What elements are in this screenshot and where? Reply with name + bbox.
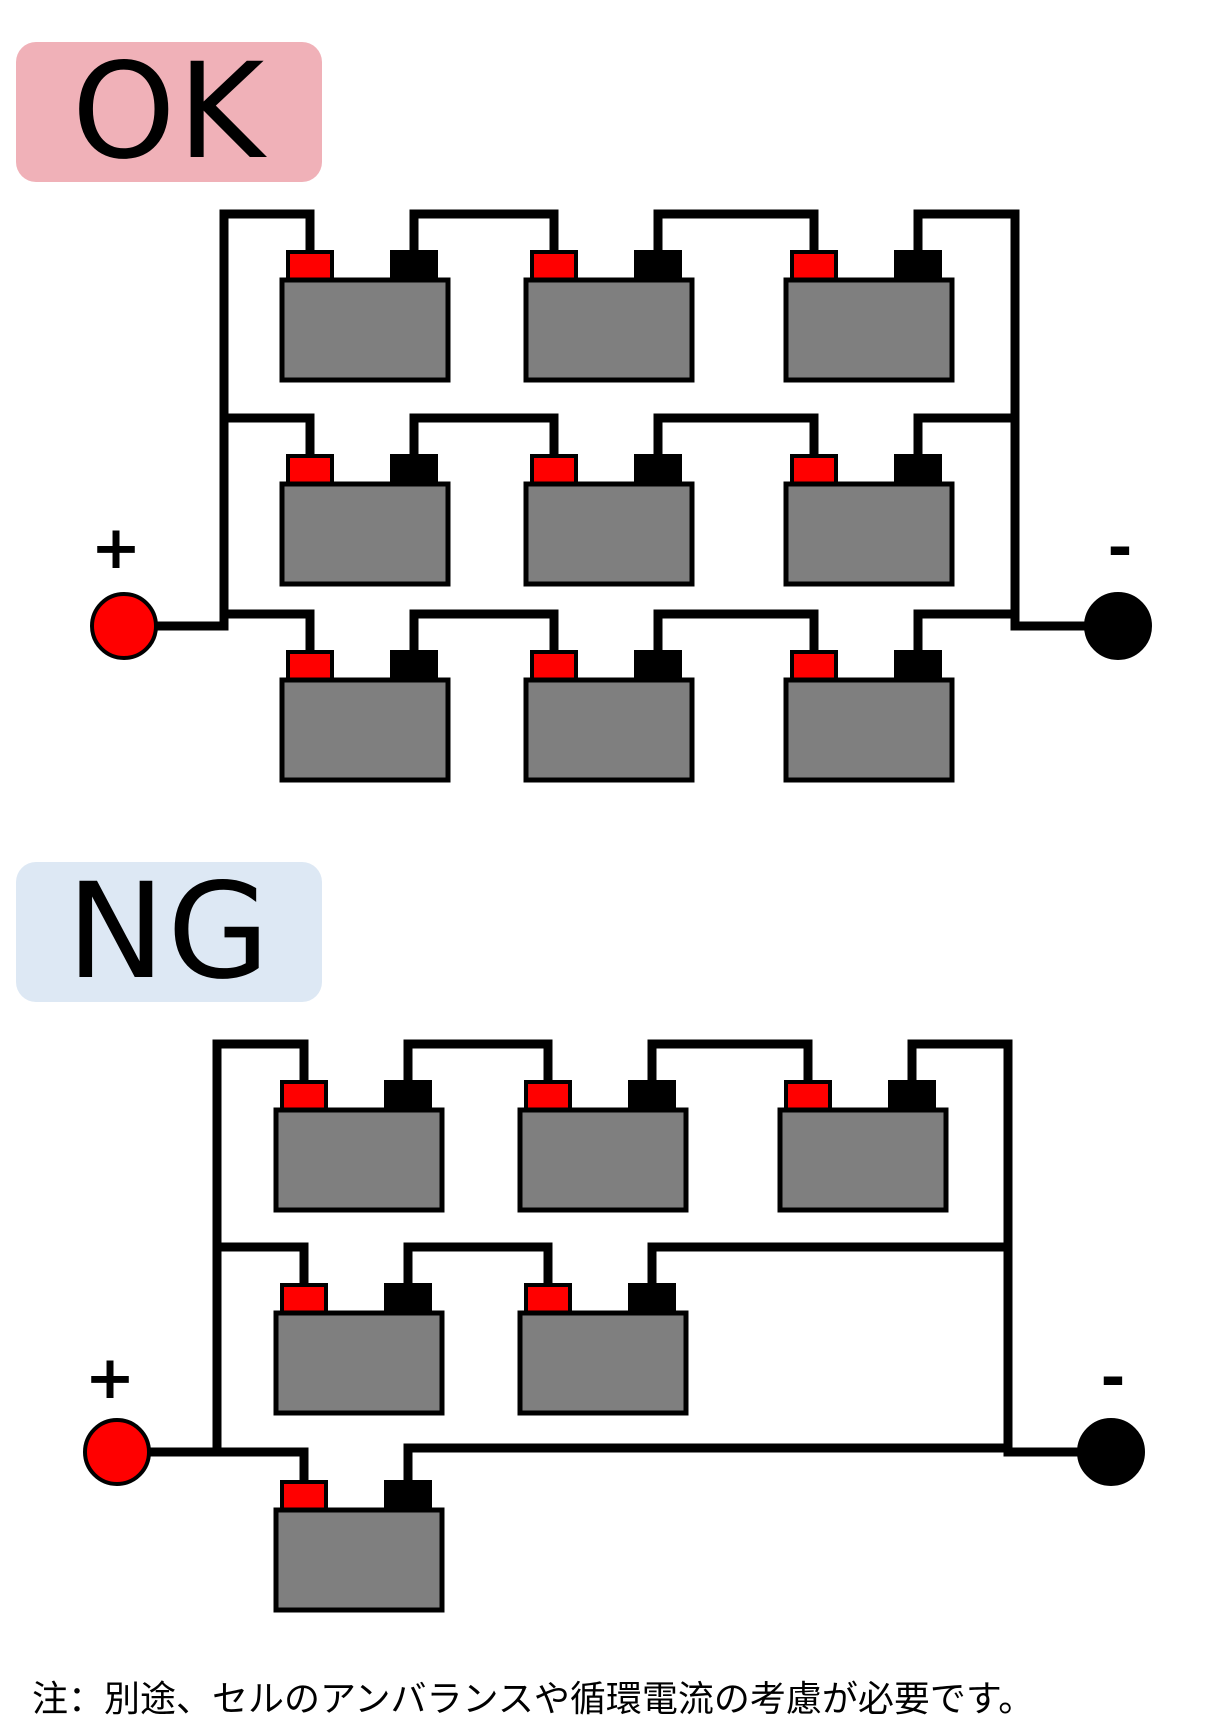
ng-negative-terminal xyxy=(1077,1418,1145,1486)
battery-body xyxy=(523,677,695,783)
ok-positive-terminal xyxy=(90,592,158,660)
batteries xyxy=(273,250,955,1613)
ng-wire-link-r1-2 xyxy=(647,1039,813,1087)
ok-battery-r2-c2 xyxy=(523,454,695,587)
ng-label: NG xyxy=(66,855,272,1009)
ok-battery-r2-c1 xyxy=(279,454,451,587)
ng-battery-r3-c1 xyxy=(273,1480,445,1613)
battery-negative-terminal xyxy=(384,1480,432,1514)
ok-negative-terminal xyxy=(1084,592,1152,660)
battery-body xyxy=(517,1310,689,1416)
ok-wire-link-r2-2 xyxy=(653,413,819,461)
battery-body xyxy=(783,481,955,587)
ok-wire-link-r1-1 xyxy=(409,209,559,257)
terminals xyxy=(83,592,1152,1486)
ok-battery-r3-c2 xyxy=(523,650,695,783)
ng-wire-in-r2 xyxy=(212,1242,309,1290)
ng-battery-r2-c2 xyxy=(517,1283,689,1416)
ok-negative-label: - xyxy=(1108,513,1133,583)
ng-label-box: NG xyxy=(16,862,322,1002)
ng-positive-label: + xyxy=(85,1343,135,1413)
battery-positive-terminal xyxy=(530,250,578,284)
ok-battery-r1-c2 xyxy=(523,250,695,383)
battery-body xyxy=(783,277,955,383)
ok-wire-in-r1 xyxy=(219,209,315,257)
battery-negative-terminal xyxy=(634,650,682,684)
battery-negative-terminal xyxy=(888,1080,936,1114)
battery-negative-terminal xyxy=(894,454,942,488)
ng-battery-r1-c3 xyxy=(777,1080,949,1213)
ok-wire-link-r2-1 xyxy=(409,413,559,461)
battery-body xyxy=(273,1310,445,1416)
ok-label-box: OK xyxy=(16,42,322,182)
battery-positive-terminal xyxy=(790,250,838,284)
battery-body xyxy=(783,677,955,783)
battery-negative-terminal xyxy=(390,454,438,488)
battery-body xyxy=(279,481,451,587)
ok-battery-r1-c3 xyxy=(783,250,955,383)
ok-wire-out-r2 xyxy=(913,413,1020,461)
ok-label: OK xyxy=(71,35,267,189)
battery-body xyxy=(523,277,695,383)
ng-positive-terminal xyxy=(83,1418,151,1486)
ng-battery-r1-c1 xyxy=(273,1080,445,1213)
battery-body xyxy=(523,481,695,587)
battery-body xyxy=(273,1107,445,1213)
battery-body xyxy=(279,677,451,783)
ng-battery-r2-c1 xyxy=(273,1283,445,1416)
ok-battery-r3-c1 xyxy=(279,650,451,783)
ok-battery-r1-c1 xyxy=(279,250,451,383)
ok-wire-link-r3-2 xyxy=(653,609,819,657)
battery-negative-terminal xyxy=(390,650,438,684)
battery-body xyxy=(279,277,451,383)
ok-wire-out-r3 xyxy=(913,609,1020,657)
ok-battery-r3-c3 xyxy=(783,650,955,783)
ng-wire-out-r2 xyxy=(647,1242,1013,1290)
footnote: 注：別途、セルのアンバランスや循環電流の考慮が必要です。 xyxy=(32,1679,1035,1720)
battery-positive-terminal xyxy=(790,454,838,488)
battery-positive-terminal xyxy=(530,650,578,684)
battery-positive-terminal xyxy=(286,650,334,684)
ng-negative-label: - xyxy=(1101,1343,1126,1413)
ok-wire-in-r3 xyxy=(219,609,315,657)
ok-wire-in-r2 xyxy=(219,413,315,461)
ok-wire-out-r1 xyxy=(913,209,1020,257)
battery-positive-terminal xyxy=(280,1480,328,1514)
ng-battery-r1-c2 xyxy=(517,1080,689,1213)
ng-wire-in-r1 xyxy=(212,1039,309,1087)
battery-positive-terminal xyxy=(286,454,334,488)
ok-battery-r2-c3 xyxy=(783,454,955,587)
ng-wire-in-r3 xyxy=(212,1447,309,1487)
ok-positive-label: + xyxy=(91,513,141,583)
ng-wire-out-r3 xyxy=(403,1443,1013,1487)
ok-wire-link-r3-1 xyxy=(409,609,559,657)
battery-body xyxy=(777,1107,949,1213)
ng-wire-link-r2-1 xyxy=(403,1242,553,1290)
ok-wire-link-r1-2 xyxy=(653,209,819,257)
wires xyxy=(112,209,1123,1487)
ng-wire-link-r1-1 xyxy=(403,1039,553,1087)
battery-body xyxy=(273,1507,445,1613)
battery-body xyxy=(517,1107,689,1213)
ng-wire-out-r1 xyxy=(907,1039,1013,1087)
